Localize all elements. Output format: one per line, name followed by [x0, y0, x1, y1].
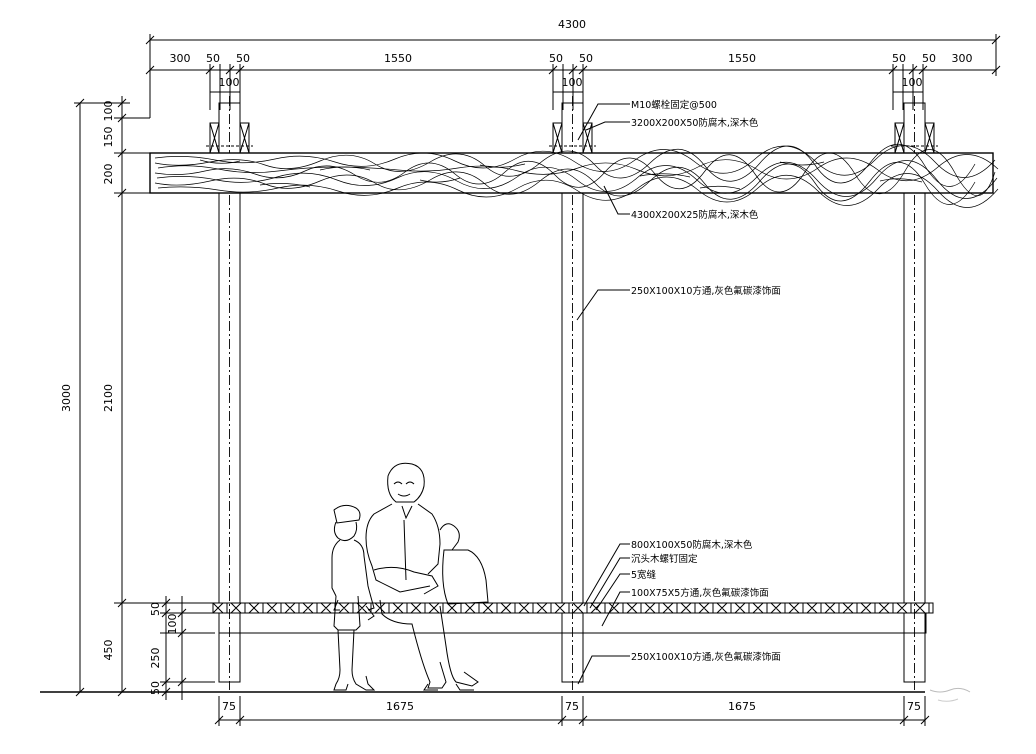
dim-left-50-top: 50	[149, 602, 162, 616]
dim-post-width-2: 100	[562, 76, 583, 89]
left-dimensions: 3000 100 150 200 2100 450	[60, 96, 215, 700]
dim-left-450: 450	[102, 640, 115, 661]
note-bench-frame: 100X75X5方通,灰色氟碳漆饰面	[631, 587, 769, 599]
note-gap: 5宽缝	[631, 569, 657, 581]
dim-top-seg-7: 1550	[728, 52, 756, 65]
dim-bottom-75-1: 75	[222, 700, 236, 713]
note-joist: 3200X200X50防腐木,深木色	[631, 117, 759, 129]
person-woman-figure	[365, 462, 489, 691]
note-bench-board: 800X100X50防腐木,深木色	[631, 539, 753, 551]
dim-bottom-75-3: 75	[907, 700, 921, 713]
note-post-base: 250X100X10方通,灰色氟碳漆饰面	[631, 651, 781, 663]
bench	[212, 602, 934, 634]
dim-bottom-75-2: 75	[565, 700, 579, 713]
dim-left-250: 250	[149, 648, 162, 669]
leader-notes: M10螺栓固定@500 3200X200X50防腐木,深木色 4300X200X…	[576, 99, 781, 685]
dim-left-2100: 2100	[102, 384, 115, 412]
note-screw: 沉头木螺钉固定	[631, 553, 698, 565]
note-post: 250X100X10方通,灰色氟碳漆饰面	[631, 285, 781, 297]
dim-left-total: 3000	[60, 384, 73, 412]
note-beam: 4300X200X25防腐木,深木色	[631, 209, 759, 221]
bottom-dimensions: 75 1675 75 1675 75	[214, 696, 930, 726]
dim-post-width-3: 100	[902, 76, 923, 89]
note-bolt: M10螺栓固定@500	[631, 99, 717, 111]
person-child-figure	[331, 504, 376, 691]
dim-left-150: 150	[102, 127, 115, 148]
main-beam	[149, 143, 999, 208]
dim-top-seg-1: 300	[170, 52, 191, 65]
dim-top-seg-8: 50	[892, 52, 906, 65]
dim-top-seg-5: 50	[549, 52, 563, 65]
dim-left-100-lower: 100	[166, 614, 179, 635]
dim-top-seg-10: 300	[952, 52, 973, 65]
dim-post-width-1: 100	[219, 76, 240, 89]
dim-left-200: 200	[102, 164, 115, 185]
dim-top-seg-9: 50	[922, 52, 936, 65]
post-right	[903, 192, 926, 690]
joist-middle	[549, 96, 596, 154]
dim-bottom-1675-2: 1675	[728, 700, 756, 713]
ground-hatch	[929, 687, 971, 702]
dim-top-seg-2: 50	[206, 52, 220, 65]
dim-left-50-bottom: 50	[149, 681, 162, 695]
dim-left-100: 100	[102, 101, 115, 122]
dim-bottom-1675-1: 1675	[386, 700, 414, 713]
dim-top-seg-4: 1550	[384, 52, 412, 65]
joist-left	[206, 96, 253, 154]
post-left	[218, 192, 241, 690]
top-joists	[206, 96, 938, 154]
dim-top-seg-3: 50	[236, 52, 250, 65]
top-dimensions: 4300 300 50 50 1550 50 50 1550 50 50 300	[145, 18, 1001, 118]
post-middle	[561, 192, 584, 690]
dim-top-seg-6: 50	[579, 52, 593, 65]
posts	[218, 192, 926, 690]
dim-top-total: 4300	[558, 18, 586, 31]
